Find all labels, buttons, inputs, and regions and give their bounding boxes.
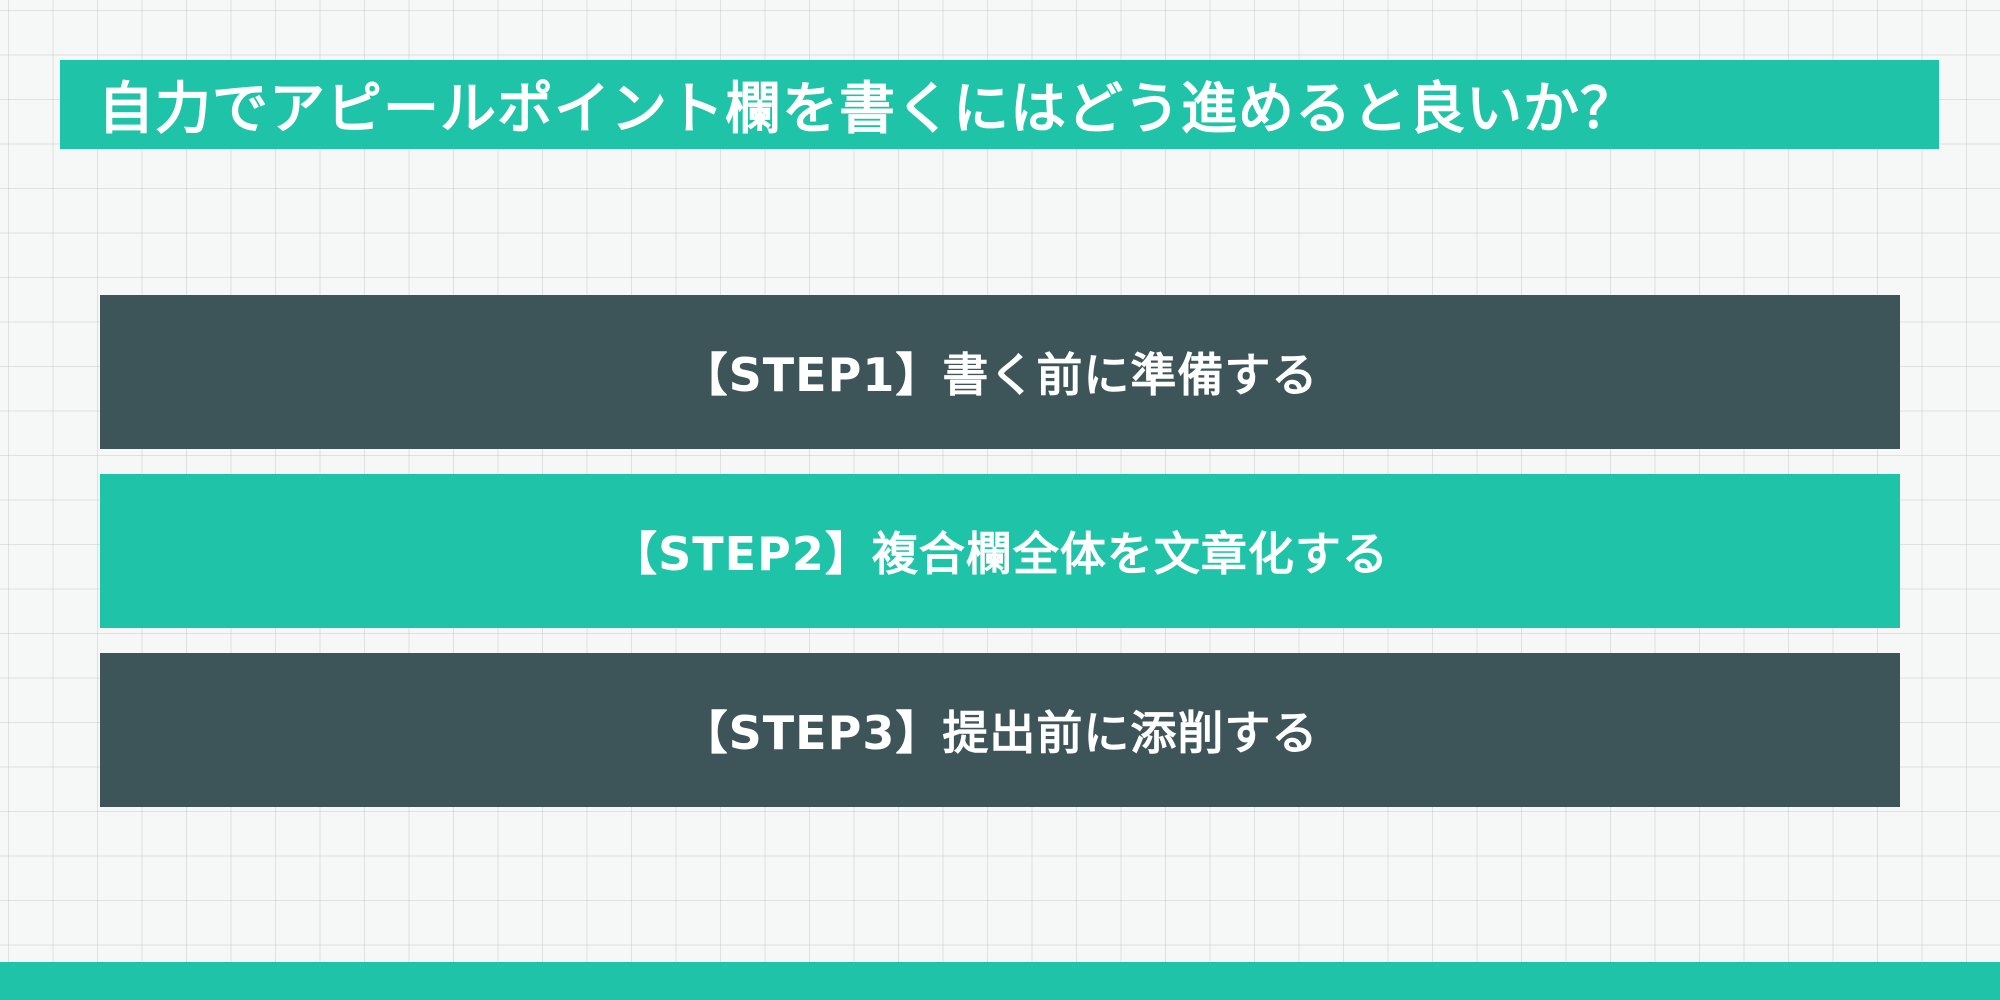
step-3-block: 【STEP3】提出前に添削する xyxy=(100,653,1900,807)
title-banner: 自力でアピールポイント欄を書くにはどう進めると良いか？ xyxy=(60,60,1939,149)
step-1-block: 【STEP1】書く前に準備する xyxy=(100,295,1900,449)
step-1-label: 【STEP1】書く前に準備する xyxy=(681,348,1319,402)
step-3-label: 【STEP3】提出前に添削する xyxy=(681,706,1319,760)
page-title: 自力でアピールポイント欄を書くにはどう進めると良いか？ xyxy=(98,77,1637,142)
bottom-accent-band xyxy=(0,962,2000,1000)
step-2-block: 【STEP2】複合欄全体を文章化する xyxy=(100,474,1900,628)
step-2-label: 【STEP2】複合欄全体を文章化する xyxy=(611,527,1389,581)
